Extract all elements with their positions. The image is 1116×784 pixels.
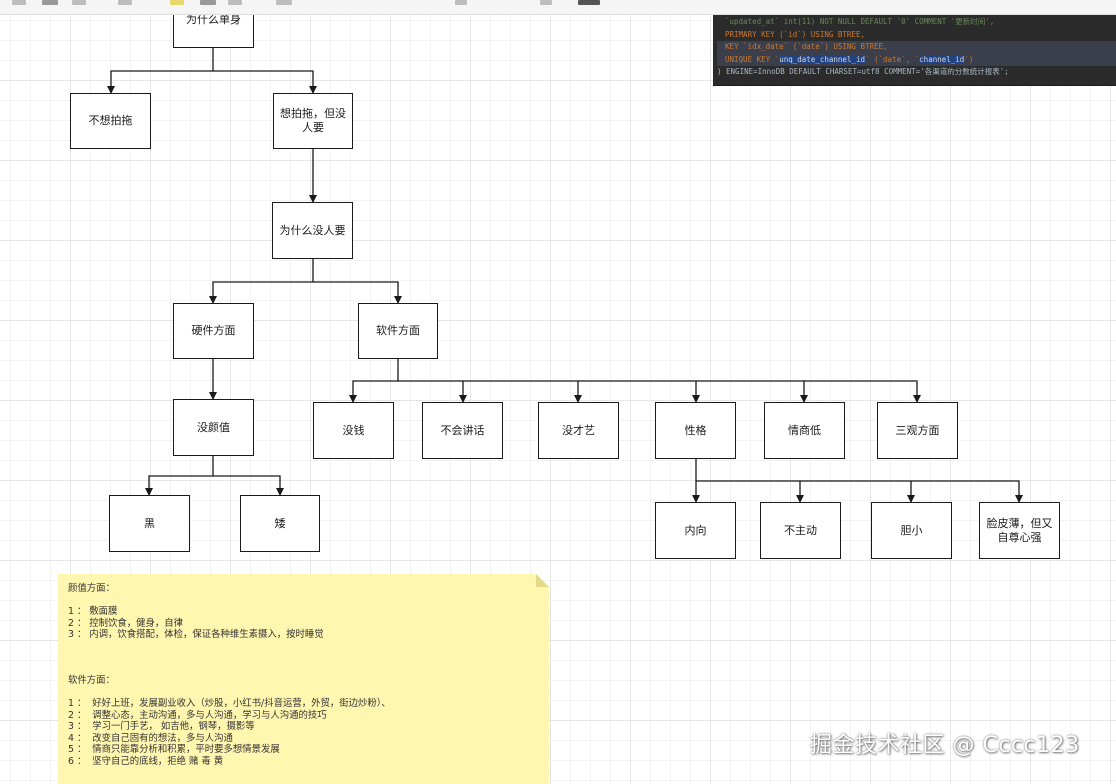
note-item: 5 ： 情商只能靠分析和积累，平时要多想情景发展 <box>68 744 280 755</box>
note-item: 2 ： 调整心态，主动沟通，多与人沟通，学习与人沟通的技巧 <box>68 709 327 721</box>
code-text: ) ENGINE=InnoDB DEFAULT CHARSET=utf8 COM… <box>717 67 1009 76</box>
node-software[interactable]: 软件方面 <box>358 303 438 359</box>
toolbar-icon[interactable] <box>42 0 58 5</box>
code-line: `updated_at` int(11) NOT NULL DEFAULT '0… <box>717 16 1116 29</box>
note-item: 2 ： 控制饮食，健身，自律 <box>68 617 184 629</box>
note-item: 3 ： 内调，饮食搭配，体检，保证各种维生素摄入，按时睡觉 <box>68 629 324 640</box>
sql-code-snippet: `updated_at` int(11) NOT NULL DEFAULT '0… <box>713 14 1116 86</box>
node-no-looks[interactable]: 没颜值 <box>173 399 254 456</box>
edge-root-to-no-date <box>107 48 214 94</box>
code-selection: channel_id <box>919 54 965 64</box>
note-spacer <box>68 664 539 676</box>
note-spacer <box>68 687 539 699</box>
note-item: 4 ： 改变自己固有的想法，多与人沟通 <box>68 732 233 744</box>
node-introvert[interactable]: 内向 <box>655 502 736 559</box>
node-thin-skin[interactable]: 脸皮薄，但又自尊心强 <box>979 502 1060 559</box>
toolbar <box>0 0 1116 15</box>
code-text: PRIMARY KEY (`id`) USING BTREE, <box>725 29 865 39</box>
code-line-highlighted: KEY `idx_date` (`date`) USING BTREE, <box>717 41 1116 54</box>
toolbar-icon[interactable] <box>200 0 216 5</box>
toolbar-icon[interactable] <box>578 0 600 5</box>
code-line-highlighted: UNIQUE KEY `unq_date_channel_id` (`date`… <box>717 53 1116 66</box>
node-hardware[interactable]: 硬件方面 <box>173 303 254 359</box>
edge-software-to-low-eq <box>696 380 808 403</box>
toolbar-icon[interactable] <box>118 0 132 5</box>
edge-root-to-want-date <box>213 70 317 94</box>
note-item: 1 ： 好好上班，发展副业收入（炒股，小红书/抖音运营，外贸，街边炒粉）、 <box>68 698 391 709</box>
code-text: ` (`date`, ` <box>864 54 920 64</box>
node-low-eq[interactable]: 情商低 <box>764 402 845 459</box>
note-item: 6 ： 坚守自己的底线，拒绝 赌 毒 黄 <box>68 755 224 767</box>
edge-no-looks-to-dark <box>145 456 214 496</box>
note-spacer <box>68 595 539 607</box>
toolbar-icon[interactable] <box>276 0 292 5</box>
node-dark[interactable]: 黑 <box>109 495 190 552</box>
edge-why-to-software <box>313 281 402 304</box>
node-personality[interactable]: 性格 <box>655 402 736 459</box>
code-selection: unq_date_channel_id <box>779 54 865 64</box>
watermark: 掘金技术社区 @ Cccc123 <box>810 733 1080 758</box>
node-no-date[interactable]: 不想拍拖 <box>70 93 151 149</box>
node-values[interactable]: 三观方面 <box>877 402 958 459</box>
toolbar-icon[interactable] <box>228 0 242 5</box>
edge-no-looks-to-short <box>213 475 284 496</box>
edge-software-to-personality <box>578 380 700 403</box>
node-timid[interactable]: 胆小 <box>871 502 952 559</box>
node-no-money[interactable]: 没钱 <box>313 402 394 459</box>
node-want-date[interactable]: 想拍拖，但没人要 <box>273 93 353 149</box>
sticky-note[interactable]: 颜值方面： 1 ： 敷面膜 2 ： 控制饮食，健身，自律 3 ： 内调，饮食搭配… <box>58 574 549 784</box>
node-why-no-one[interactable]: 为什么没人要 <box>272 202 353 259</box>
toolbar-icon[interactable] <box>170 0 184 5</box>
note-item: 1 ： 敷面膜 <box>68 606 118 617</box>
toolbar-icon[interactable] <box>455 0 467 5</box>
node-short[interactable]: 矮 <box>240 495 320 552</box>
node-no-talent[interactable]: 没才艺 <box>538 402 619 459</box>
code-line: ) ENGINE=InnoDB DEFAULT CHARSET=utf8 COM… <box>717 66 1116 79</box>
toolbar-icon[interactable] <box>12 0 26 5</box>
node-no-talk[interactable]: 不会讲话 <box>422 402 503 459</box>
note-spacer <box>68 641 539 653</box>
note-heading-software: 软件方面： <box>68 675 115 686</box>
note-item: 3 ： 学习一门手艺， 如吉他，钢琴，摄影等 <box>68 721 255 732</box>
toolbar-icon[interactable] <box>540 0 552 5</box>
edge-personality-to-thin-skin <box>911 480 1023 503</box>
code-text: `updated_at` int(11) NOT NULL DEFAULT '0… <box>725 17 995 26</box>
edge-software-to-no-talent <box>463 380 582 403</box>
edge-personality-to-passive <box>696 480 804 503</box>
edge-software-to-values <box>804 380 921 403</box>
code-text: KEY `idx_date` (`date`) USING BTREE, <box>725 42 888 51</box>
code-text: UNIQUE KEY ` <box>725 54 780 64</box>
node-passive[interactable]: 不主动 <box>760 502 841 559</box>
note-spacer <box>68 652 539 664</box>
toolbar-icon[interactable] <box>72 0 86 5</box>
note-heading-looks: 颜值方面： <box>68 583 115 594</box>
code-text: `) <box>964 54 974 64</box>
edge-personality-to-timid <box>800 480 915 503</box>
edge-software-to-no-talk <box>398 380 467 403</box>
edge-software-to-no-money <box>349 359 399 403</box>
edge-why-to-hardware <box>209 259 314 304</box>
code-line: PRIMARY KEY (`id`) USING BTREE, <box>717 29 1116 42</box>
